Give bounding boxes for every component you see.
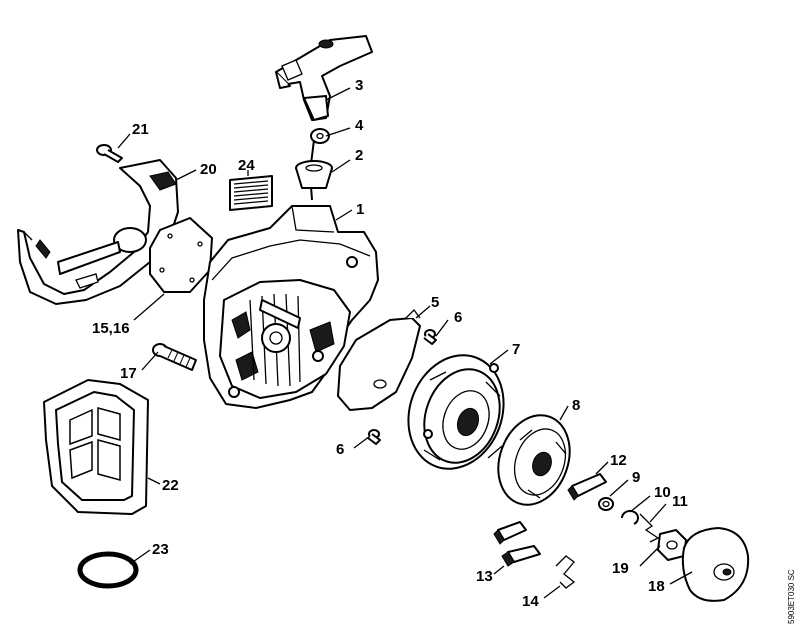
- callout-9: 9: [632, 469, 640, 486]
- callout-24: 24: [238, 157, 255, 174]
- callout-6-lower: 6: [336, 441, 344, 458]
- callout-3: 3: [355, 77, 363, 94]
- callout-2: 2: [355, 147, 363, 164]
- callout-4: 4: [355, 117, 364, 134]
- o-ring: [77, 551, 139, 589]
- nut: [657, 529, 687, 561]
- washer-9: [598, 497, 614, 511]
- callout-10: 10: [654, 484, 671, 501]
- rope-rotor: [497, 414, 571, 506]
- spring-clip: [639, 513, 660, 543]
- callout-8: 8: [572, 397, 580, 414]
- e-clip: [620, 509, 639, 525]
- callout-1: 1: [356, 201, 364, 218]
- air-filter: [43, 379, 149, 515]
- fan-housing: [203, 205, 379, 409]
- callout-22: 22: [162, 477, 179, 494]
- callout-19: 19: [612, 560, 629, 577]
- callout-11: 11: [672, 493, 688, 510]
- rewind-spring-housing: [407, 354, 505, 470]
- rope-guide-bush: [295, 160, 333, 189]
- callout-labels: 1 2 3 4 5 6 6 7 8 9 10 11 12 13 14 15,16…: [92, 77, 688, 610]
- washer: [310, 128, 330, 144]
- gasket-plate: [149, 217, 213, 293]
- pawl-pair: [493, 521, 541, 567]
- callout-13: 13: [476, 568, 493, 585]
- screw-6-upper: [423, 329, 437, 345]
- leader-lines: [117, 87, 693, 599]
- screw-6-lower: [367, 429, 381, 445]
- callout-7: 7: [512, 341, 520, 358]
- callout-14: 14: [522, 593, 539, 610]
- callout-18: 18: [648, 578, 665, 595]
- cap: [681, 527, 750, 602]
- label-plate: [229, 175, 273, 211]
- bolt-17: [152, 343, 197, 371]
- drawing-code: 5903ET030 SC: [787, 569, 796, 624]
- deflector-shield: [17, 159, 179, 305]
- callout-15-16: 15,16: [92, 320, 130, 337]
- starter-grip: [275, 35, 373, 121]
- screw-21: [96, 144, 123, 163]
- callout-21: 21: [132, 121, 149, 138]
- callout-23: 23: [152, 541, 169, 558]
- callout-20: 20: [200, 161, 217, 178]
- callout-5: 5: [431, 294, 439, 311]
- callout-17: 17: [120, 365, 137, 382]
- callout-6-upper: 6: [454, 309, 462, 326]
- callout-12: 12: [610, 452, 627, 469]
- spring-wire: [555, 555, 576, 589]
- washer-plate: [337, 309, 421, 411]
- pawl: [567, 473, 607, 501]
